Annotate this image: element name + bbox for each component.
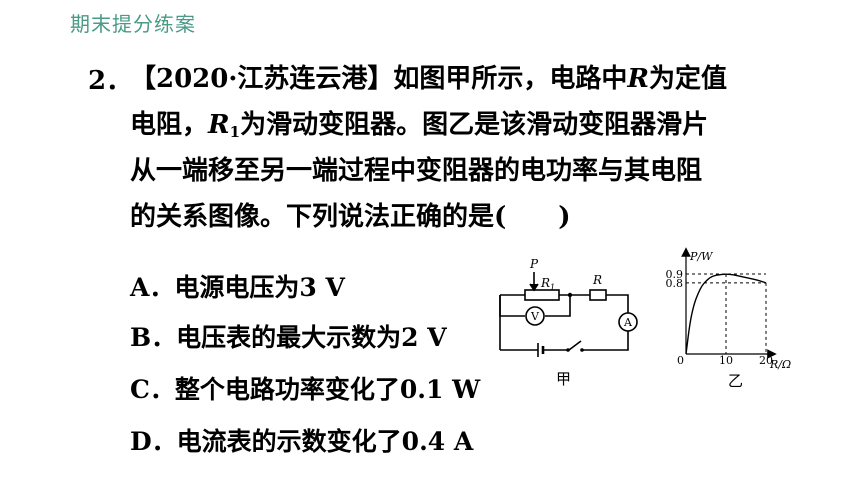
symbol-R: R bbox=[627, 64, 650, 94]
option-b[interactable]: B．电压表的最大示数为2 V bbox=[130, 323, 447, 352]
x-tick-label-10: 10 bbox=[719, 354, 733, 367]
symbol-R1: R bbox=[208, 110, 230, 140]
question-stem: 【2020·江苏连云港】如图甲所示，电路中R为定值 电阻，R1为滑动变阻器。图乙… bbox=[130, 56, 780, 240]
y-tick-label-0-8: 0.8 bbox=[666, 277, 684, 290]
origin-label: 0 bbox=[677, 354, 684, 367]
stem-line-3: 从一端移至另一端过程中变阻器的电功率与其电阻 bbox=[130, 156, 703, 186]
option-d[interactable]: D．电流表的示数变化了0.4 A bbox=[130, 427, 474, 456]
junction-dot bbox=[567, 292, 573, 298]
page-header-title: 期末提分练案 bbox=[70, 12, 196, 36]
label-r1-sub: 1 bbox=[550, 283, 555, 292]
x-tick-label-20: 20 bbox=[759, 354, 773, 367]
stem-line-4: 的关系图像。下列说法正确的是( ) bbox=[130, 202, 571, 232]
power-resistance-graph: P/W R/Ω 0 10 20 0.8 0.9 乙 bbox=[666, 247, 791, 390]
option-c[interactable]: C．整个电路功率变化了0.1 W bbox=[130, 375, 481, 404]
stem-text: 为定值 bbox=[649, 64, 728, 94]
x-axis-label: R/Ω bbox=[769, 358, 791, 371]
y-axis-label: P/W bbox=[689, 250, 714, 263]
graph-caption: 乙 bbox=[728, 372, 743, 390]
stem-line-2: 电阻，R1为滑动变阻器。图乙是该滑动变阻器滑片 bbox=[130, 102, 780, 148]
ammeter-label: A bbox=[623, 316, 633, 329]
symbol-R1-subscript: 1 bbox=[229, 123, 241, 141]
circuit-diagram: P R1 R V A 甲 bbox=[499, 257, 638, 388]
switch-contact bbox=[580, 348, 584, 352]
label-p: P bbox=[529, 257, 539, 271]
voltmeter-label: V bbox=[530, 310, 540, 323]
switch-pivot bbox=[566, 348, 570, 352]
stem-line-1: 【2020·江苏连云港】如图甲所示，电路中R为定值 bbox=[130, 56, 780, 102]
slider-arrow-icon bbox=[529, 283, 539, 292]
wire-voltmeter bbox=[499, 295, 571, 317]
ammeter-circle bbox=[618, 312, 638, 332]
question-number: 2． bbox=[88, 66, 133, 96]
label-r1: R1 bbox=[540, 276, 555, 292]
resistor-r bbox=[589, 289, 607, 301]
stem-text: 为滑动变阻器。图乙是该滑动变阻器滑片 bbox=[240, 110, 709, 140]
switch-lever bbox=[568, 340, 582, 351]
power-curve bbox=[685, 273, 767, 355]
label-r: R bbox=[592, 273, 602, 287]
stem-text: 【2020·江苏连云港】如图甲所示，电路中 bbox=[130, 64, 628, 94]
stem-text: 电阻， bbox=[130, 110, 209, 140]
voltmeter-circle bbox=[525, 306, 545, 326]
option-a[interactable]: A．电源电压为3 V bbox=[130, 273, 345, 302]
label-r1-main: R bbox=[540, 276, 550, 290]
circuit-caption: 甲 bbox=[556, 370, 571, 388]
y-tick-label-0-9: 0.9 bbox=[666, 268, 684, 281]
